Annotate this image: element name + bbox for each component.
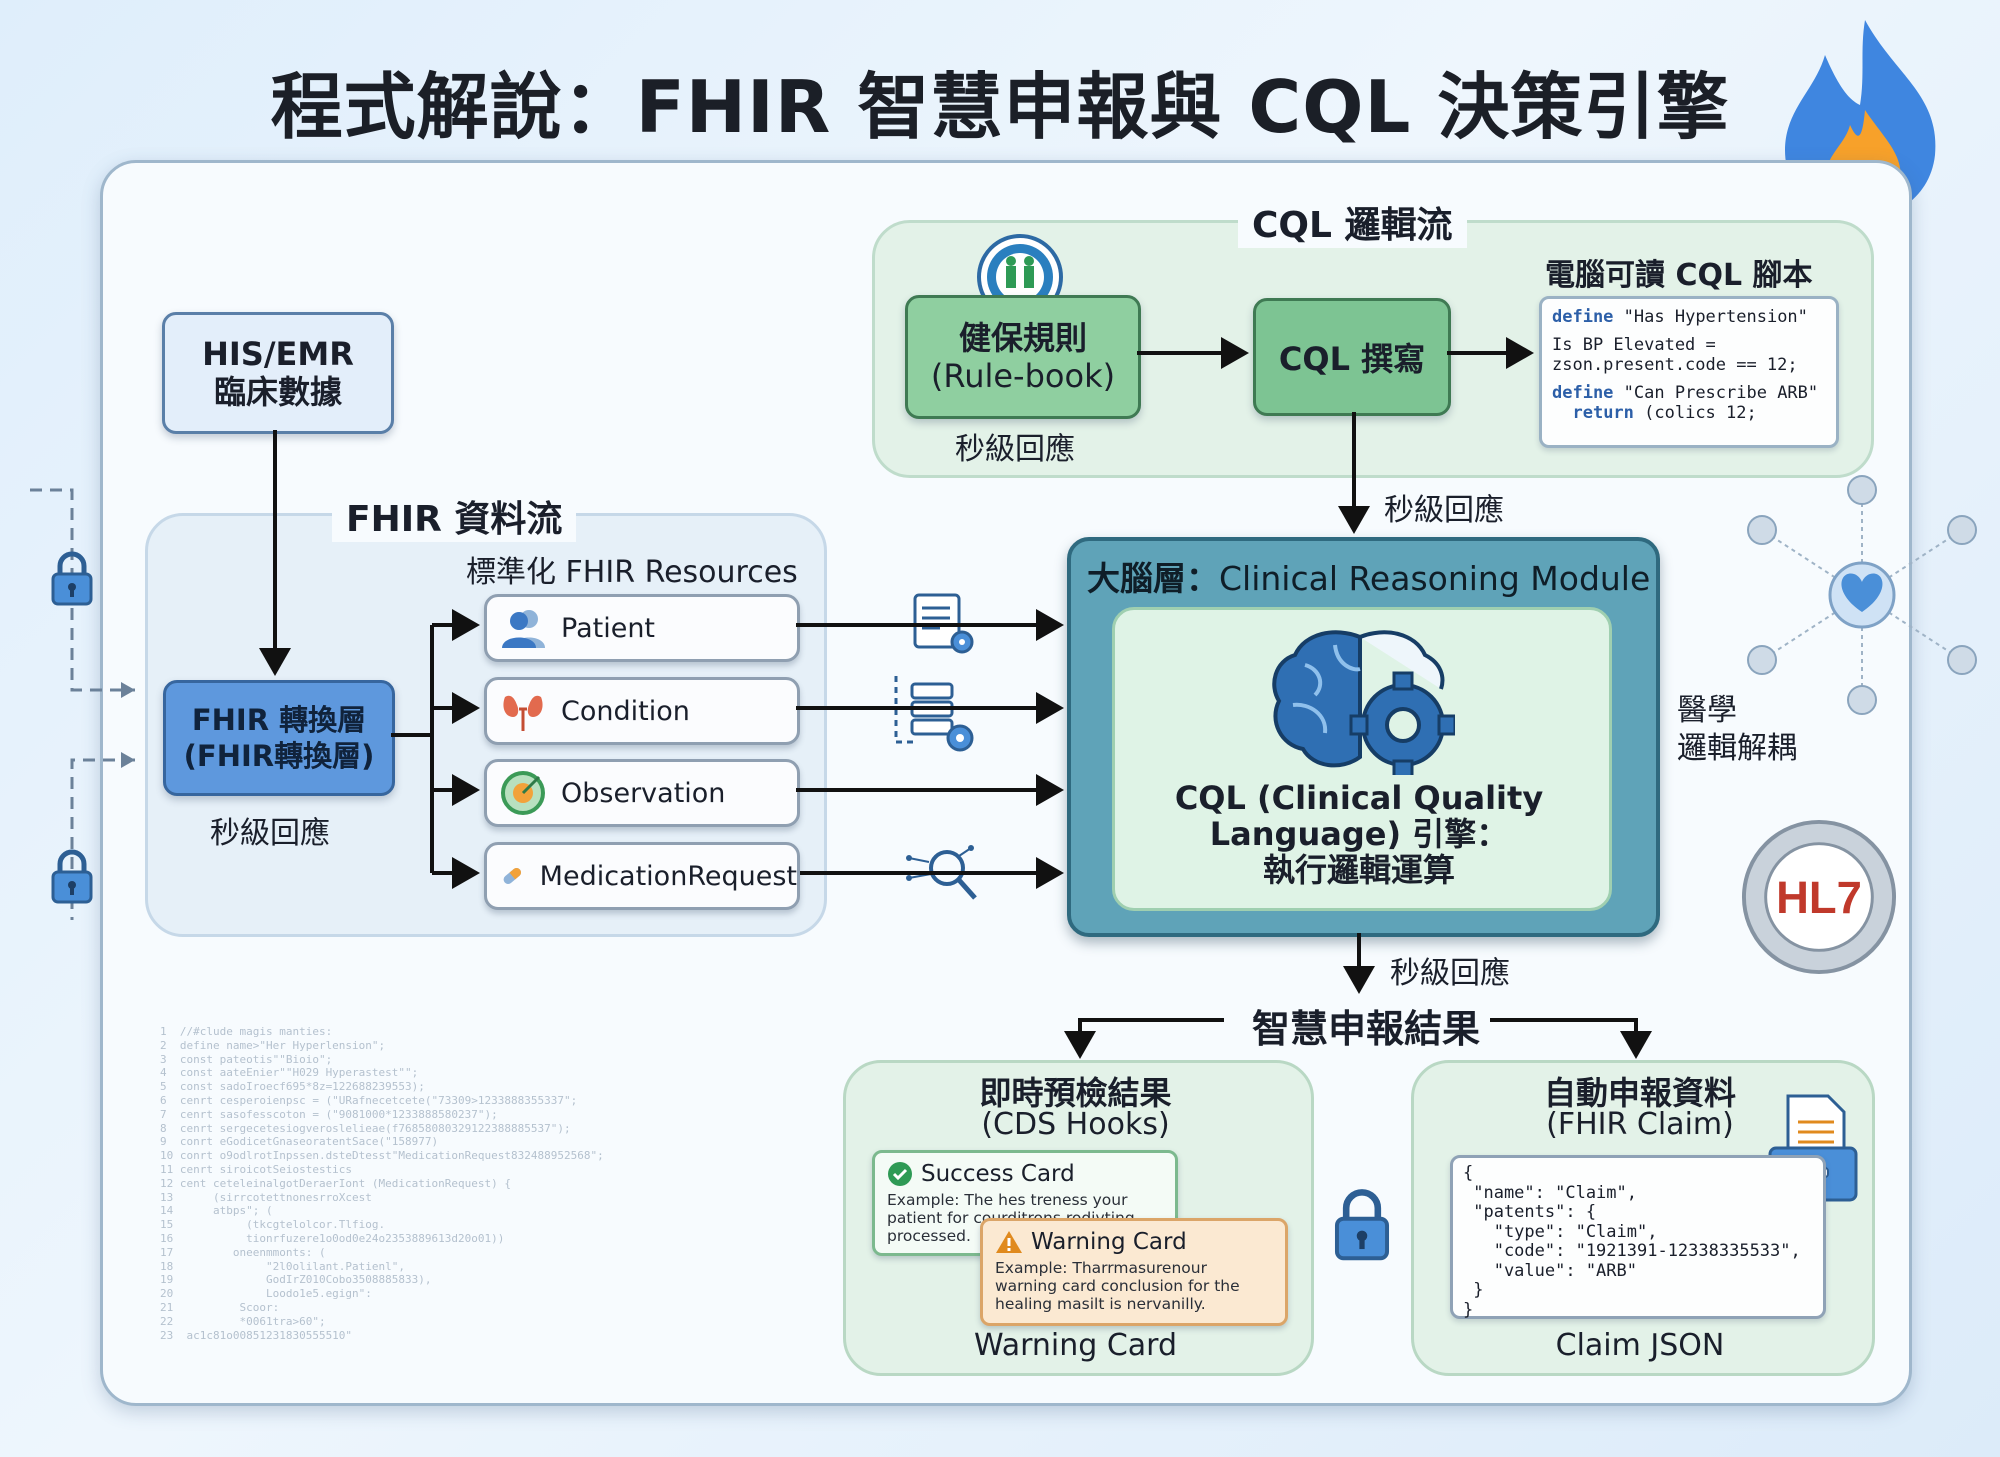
background-code: 1 //#clude magis manties: 2 define name>… (160, 1025, 604, 1342)
cql-script-title: 電腦可讀 CQL 腳本 (1545, 258, 1813, 293)
patient-icon (502, 610, 545, 648)
warning-card[interactable]: Warning Card Example: Tharrmasurenour wa… (980, 1218, 1288, 1326)
brain-layer-title: 大腦層：Clinical Reasoning Module (1087, 559, 1651, 598)
cql-write-label: CQL 撰寫 (1278, 340, 1426, 378)
fhir-flow-title: FHIR 資料流 (332, 490, 577, 542)
warning-icon (996, 1231, 1022, 1253)
cds-title: 即時預檢結果 (979, 1074, 1172, 1112)
code-line: return (colics 12; (1572, 403, 1757, 423)
code-line: define "Has Hypertension" (1552, 307, 1808, 327)
code-line: Is BP Elevated = (1552, 335, 1716, 355)
claim-caption: Claim JSON (1555, 1328, 1725, 1363)
success-card-title: Success Card (921, 1161, 1075, 1187)
cql-write-box[interactable]: CQL 撰寫 (1253, 298, 1451, 416)
cql-engine-label: CQL (Clinical Quality Language) 引擎： 執行邏輯… (1174, 779, 1544, 889)
resource-condition[interactable]: Condition (484, 677, 800, 745)
claim-title: 自動申報資料 (1543, 1074, 1736, 1112)
result-title: 智慧申報結果 (1238, 998, 1495, 1053)
resource-medication-request[interactable]: MedicationRequest (484, 842, 800, 910)
clinical-data-label: 臨床數據 (213, 373, 342, 411)
resource-label: Condition (561, 695, 690, 727)
his-emr-box[interactable]: HIS/EMR 臨床數據 (162, 312, 394, 434)
success-card-body: Example: The hes treness your patient fo… (887, 1191, 1135, 1245)
warning-card-title: Warning Card (1031, 1229, 1187, 1255)
his-emr-label: HIS/EMR (202, 335, 354, 373)
claim-subtitle: (FHIR Claim) (1546, 1107, 1734, 1142)
lock-icon (51, 551, 93, 606)
fhir-transform-box[interactable]: FHIR 轉換層 (FHIR轉換層) (163, 680, 395, 796)
kidney-icon (503, 695, 543, 731)
cql-flow-title: CQL 邏輯流 (1238, 196, 1467, 248)
resource-observation[interactable]: Observation (484, 759, 800, 827)
lock-icon (51, 849, 93, 904)
cql-to-brain-caption: 秒級回應 (1384, 493, 1504, 528)
hl7-label: HL7 (1776, 872, 1862, 923)
decouple-label: 醫學 邏輯解耦 (1677, 693, 1797, 766)
cds-subtitle: (CDS Hooks) (981, 1107, 1170, 1142)
fhir-transform-caption: 秒級回應 (210, 816, 330, 851)
target-icon (501, 771, 545, 815)
resource-label: Patient (561, 612, 656, 644)
code-line: define "Can Prescribe ARB" (1552, 383, 1819, 403)
rulebook-label: 健保規則 (958, 319, 1087, 357)
brain-gear-icon (1272, 630, 1455, 775)
check-circle-icon (888, 1162, 912, 1186)
database-gear-icon (894, 676, 974, 752)
pill-icon (503, 867, 522, 885)
resource-label: Observation (561, 777, 726, 809)
warning-card-body: Example: Tharrmasurenour warning card co… (995, 1259, 1240, 1313)
claim-json-box: { "name": "Claim", "patents": { "type": … (1450, 1155, 1826, 1319)
cql-script-box: define "Has Hypertension" Is BP Elevated… (1539, 296, 1839, 448)
cds-caption: Warning Card (973, 1328, 1178, 1363)
medical-network-icon (1747, 475, 1977, 715)
fhir-transform-label: FHIR 轉換層 (191, 703, 367, 737)
fhir-transform-sublabel: (FHIR轉換層) (183, 739, 375, 773)
resource-patient[interactable]: Patient (484, 594, 800, 662)
search-network-icon (906, 845, 977, 900)
brain-to-result-caption: 秒級回應 (1390, 956, 1510, 991)
resource-label: MedicationRequest (539, 860, 797, 892)
lock-icon (1334, 1189, 1390, 1261)
rulebook-box[interactable]: 健保規則 (Rule-book) (905, 295, 1141, 419)
rulebook-caption: 秒級回應 (955, 432, 1075, 467)
rulebook-sublabel: (Rule-book) (930, 357, 1116, 395)
hl7-badge: HL7 (1741, 819, 1897, 975)
fhir-resources-title: 標準化 FHIR Resources (466, 555, 798, 590)
page-title: 程式解說：FHIR 智慧申報與 CQL 決策引擎 (270, 65, 1730, 149)
code-line: zson.present.code == 12; (1552, 355, 1798, 375)
document-gear-icon (913, 593, 974, 654)
